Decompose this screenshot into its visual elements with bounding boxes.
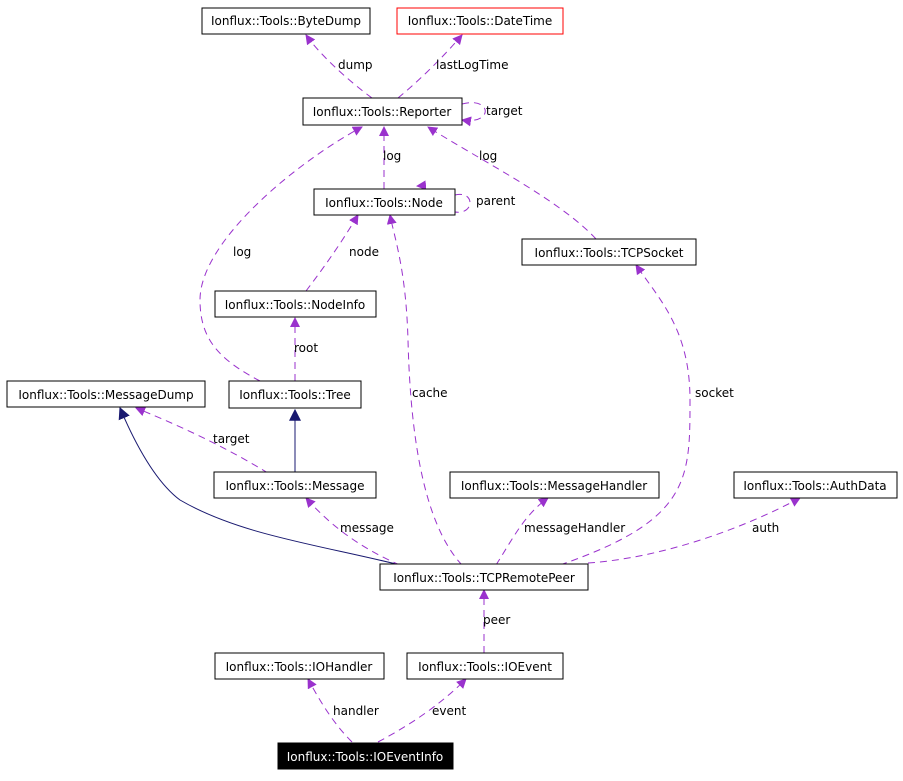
- edge-label-message: message: [340, 521, 394, 535]
- node-messagedump[interactable]: Ionflux::Tools::MessageDump: [6, 380, 206, 408]
- node-tcpsocket[interactable]: Ionflux::Tools::TCPSocket: [521, 238, 697, 266]
- node-label-ioeventinfo: Ionflux::Tools::IOEventInfo: [287, 750, 444, 764]
- edge-label-socket: socket: [695, 386, 734, 400]
- edge-label-dump: dump: [338, 58, 373, 72]
- nodes: Ionflux::Tools::ByteDump Ionflux::Tools:…: [6, 7, 898, 770]
- edge-handler: [307, 678, 353, 743]
- edge-target-message: [135, 406, 269, 474]
- edge-messagehandler: [495, 497, 549, 566]
- node-tree[interactable]: Ionflux::Tools::Tree: [228, 380, 362, 409]
- edge-label-log-socket: log: [479, 149, 497, 163]
- edge-label-log-node: log: [383, 149, 401, 163]
- node-label-messagedump: Ionflux::Tools::MessageDump: [18, 388, 193, 402]
- edge-label-log-tree: log: [233, 245, 251, 259]
- edge-label-parent: parent: [476, 194, 516, 208]
- node-label-bytedump: Ionflux::Tools::ByteDump: [211, 14, 361, 28]
- node-node[interactable]: Ionflux::Tools::Node: [313, 188, 456, 216]
- edge-target-reporter: [461, 102, 486, 127]
- node-label-authdata: Ionflux::Tools::AuthData: [743, 479, 886, 493]
- node-label-nodeinfo: Ionflux::Tools::NodeInfo: [225, 298, 366, 312]
- node-ioeventinfo: Ionflux::Tools::IOEventInfo: [277, 742, 454, 770]
- edge-label-handler: handler: [333, 704, 379, 718]
- edge-label-target-message: target: [213, 432, 250, 446]
- node-label-message: Ionflux::Tools::Message: [225, 479, 364, 493]
- node-label-reporter: Ionflux::Tools::Reporter: [313, 105, 452, 119]
- node-bytedump[interactable]: Ionflux::Tools::ByteDump: [201, 7, 371, 35]
- edge-label-node: node: [349, 245, 379, 259]
- edge-label-target-reporter: target: [486, 104, 523, 118]
- node-ioevent[interactable]: Ionflux::Tools::IOEvent: [406, 652, 564, 680]
- node-reporter[interactable]: Ionflux::Tools::Reporter: [302, 97, 463, 126]
- edge-inherit-messagedump: [118, 406, 401, 566]
- edge-event: [377, 678, 467, 743]
- edge-node: [305, 214, 359, 292]
- edge-socket: [559, 264, 691, 566]
- node-label-tcpsocket: Ionflux::Tools::TCPSocket: [535, 246, 684, 260]
- node-nodeinfo[interactable]: Ionflux::Tools::NodeInfo: [214, 290, 377, 318]
- edge-auth: [587, 497, 801, 564]
- edge-label-event: event: [432, 704, 466, 718]
- edge-message: [305, 497, 401, 566]
- node-authdata[interactable]: Ionflux::Tools::AuthData: [733, 471, 898, 499]
- edge-label-cache: cache: [412, 386, 448, 400]
- edge-label-auth: auth: [752, 521, 779, 535]
- edge-log-tree: [199, 126, 363, 382]
- node-label-ioevent: Ionflux::Tools::IOEvent: [418, 660, 552, 674]
- edge-label-messagehandler: messageHandler: [524, 521, 625, 535]
- node-label-datetime: Ionflux::Tools::DateTime: [408, 14, 553, 28]
- node-datetime[interactable]: Ionflux::Tools::DateTime: [396, 7, 564, 35]
- edge-log-socket: [427, 126, 597, 240]
- node-label-node: Ionflux::Tools::Node: [325, 196, 443, 210]
- edge-label-lastlogtime: lastLogTime: [436, 58, 508, 72]
- edges: [118, 34, 801, 743]
- edge-cache: [386, 214, 463, 566]
- edge-labels: dump lastLogTime target log log parent l…: [213, 58, 779, 718]
- node-label-messagehandler: Ionflux::Tools::MessageHandler: [461, 479, 647, 493]
- edge-label-root: root: [294, 341, 318, 355]
- node-label-iohandler: Ionflux::Tools::IOHandler: [226, 660, 373, 674]
- node-label-tree: Ionflux::Tools::Tree: [239, 388, 351, 402]
- edge-label-peer: peer: [483, 613, 510, 627]
- node-label-tcpremotepeer: Ionflux::Tools::TCPRemotePeer: [393, 571, 575, 585]
- node-messagehandler[interactable]: Ionflux::Tools::MessageHandler: [449, 471, 660, 499]
- node-iohandler[interactable]: Ionflux::Tools::IOHandler: [214, 652, 385, 680]
- node-tcpremotepeer[interactable]: Ionflux::Tools::TCPRemotePeer: [379, 563, 589, 591]
- node-message[interactable]: Ionflux::Tools::Message: [213, 471, 377, 499]
